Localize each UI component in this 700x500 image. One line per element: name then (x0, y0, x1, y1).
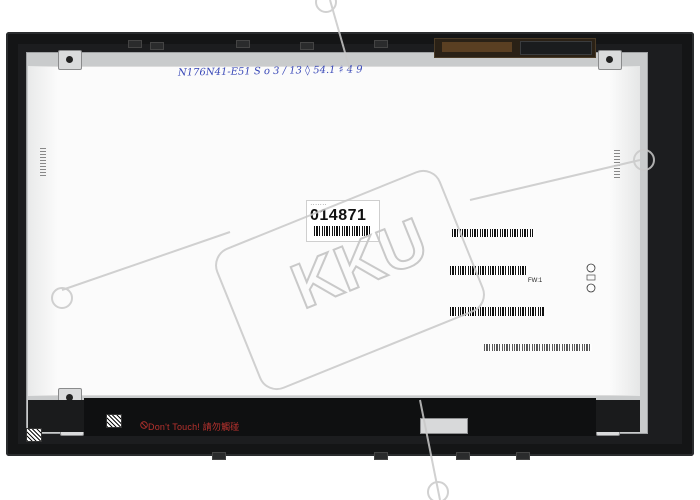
bezel-tab (456, 452, 470, 460)
bezel-qr-code (26, 428, 42, 442)
panel-barcode (484, 344, 592, 351)
bezel-tab (516, 452, 530, 460)
panel-right-shade (610, 66, 640, 396)
bezel-tab (128, 40, 142, 48)
chin-right-block (596, 400, 640, 432)
bezel-tab (236, 40, 250, 48)
firmware-label: FW:1 (528, 278, 543, 284)
warning-hand-icon (140, 421, 148, 429)
panel-barcode (452, 229, 534, 237)
pcb-qr-code (106, 414, 122, 428)
edge-ticks (40, 148, 46, 176)
panel-barcode (450, 266, 528, 275)
serial-label-number: 014871 (310, 207, 367, 224)
chin-left-block (28, 400, 84, 432)
bezel-tab (300, 42, 314, 50)
mount-bracket (58, 50, 82, 70)
pcb-cover (84, 398, 596, 436)
certification-marks-icon (586, 263, 596, 293)
flex-cable-tape (442, 42, 512, 52)
do-not-touch-warning: Don't Touch! 請勿觸碰 (148, 422, 240, 432)
panel-left-shade (28, 66, 58, 396)
flex-cable-chip (520, 41, 592, 55)
bezel-tab (212, 452, 226, 460)
display-connector (420, 418, 468, 434)
bezel-tab (374, 452, 388, 460)
bezel-tab (374, 40, 388, 48)
panel-barcode (450, 307, 544, 316)
edge-ticks (614, 150, 620, 178)
id-barcode (314, 226, 372, 236)
bezel-tab (150, 42, 164, 50)
mount-bracket (598, 50, 622, 70)
